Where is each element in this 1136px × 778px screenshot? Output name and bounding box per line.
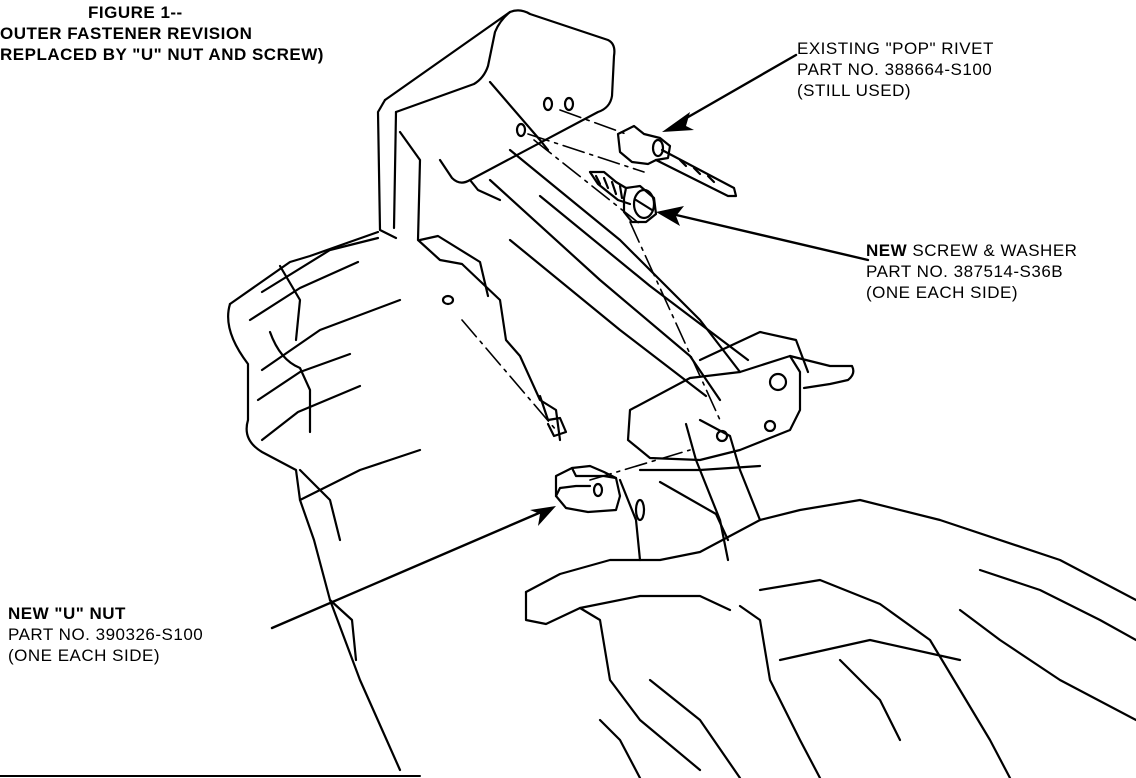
arrowheads (530, 112, 694, 526)
u-nut-callout-note: (ONE EACH SIDE) (8, 646, 161, 665)
u-nut-callout-part: PART NO. 390326-S100 (8, 625, 204, 644)
screw-callout-title: NEW SCREW & WASHER (866, 240, 1077, 261)
figure-number: FIGURE 1-- (88, 3, 183, 22)
pop-rivet (618, 126, 736, 196)
upper-bracket (378, 10, 614, 440)
support-straps (490, 150, 748, 400)
u-nut-callout-title: NEW "U" NUT (8, 604, 126, 623)
screw-callout: NEW SCREW & WASHER PART NO. 387514-S36B … (866, 240, 1077, 303)
rivet-callout: EXISTING "POP" RIVET PART NO. 388664-S10… (797, 38, 994, 101)
rivet-callout-note: (STILL USED) (797, 81, 912, 100)
base-frame (526, 500, 1136, 778)
u-nut-callout: NEW "U" NUT PART NO. 390326-S100 (ONE EA… (8, 603, 203, 666)
screw-callout-note: (ONE EACH SIDE) (866, 283, 1019, 302)
screw-callout-part: PART NO. 387514-S36B (866, 262, 1064, 281)
pivot-assembly (620, 332, 853, 560)
screw-callout-rest: SCREW & WASHER (907, 241, 1078, 260)
u-nut-part (556, 466, 620, 512)
screw-washer (590, 172, 656, 222)
rivet-callout-part: PART NO. 388664-S100 (797, 60, 993, 79)
figure-title: OUTER FASTENER REVISION (0, 24, 253, 43)
leader-arrows (272, 55, 868, 628)
rivet-callout-title: EXISTING "POP" RIVET (797, 39, 994, 58)
screw-callout-new: NEW (866, 241, 908, 260)
housing-body (228, 232, 420, 770)
figure-title-block: FIGURE 1-- OUTER FASTENER REVISION REPLA… (0, 2, 324, 65)
figure-subtitle: REPLACED BY "U" NUT AND SCREW) (0, 45, 324, 64)
alignment-lines (462, 110, 720, 480)
